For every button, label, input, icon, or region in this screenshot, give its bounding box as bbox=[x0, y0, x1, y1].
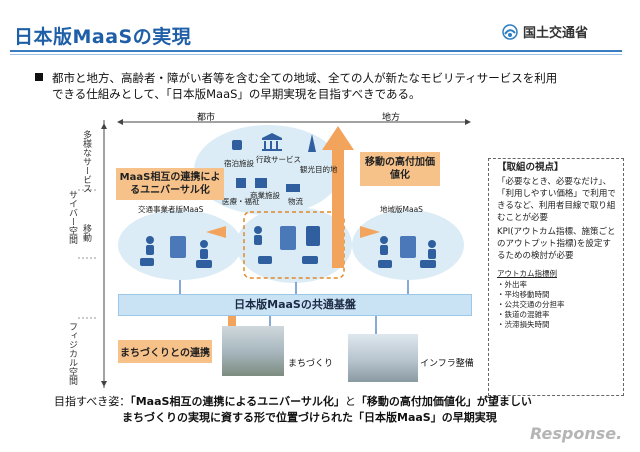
town-link-callout: まちづくりとの連携 bbox=[118, 340, 212, 363]
maas-mutual-callout: MaaS相互の連携によるユニバーサル化 bbox=[116, 168, 224, 200]
outcome-heading: アウトカム指標例 bbox=[497, 269, 557, 278]
axis-label-diverse-services: 多様なサービス bbox=[81, 130, 91, 193]
service-commercial: 商業施設 bbox=[250, 191, 280, 200]
outcome-item: ・鉄道の混雑率 bbox=[497, 310, 550, 319]
regional-maas-label: 地域版MaaS bbox=[380, 205, 423, 214]
outcome-item: ・平均移動時間 bbox=[497, 290, 550, 299]
ministry-emblem-icon bbox=[502, 23, 518, 40]
high-value-arrow bbox=[322, 126, 354, 268]
transport-maas-label: 交通事業者版MaaS bbox=[138, 205, 204, 214]
title-rule bbox=[10, 50, 622, 52]
intro-line-1: 都市と地方、高齢者・障がい者等を含む全ての地域、全ての人が新たなモビリティサービ… bbox=[52, 71, 558, 85]
goal-line-1: 目指すべき姿：「MaaS相互の連携によるユニバーサル化」と「移動の高付加価値化」… bbox=[54, 394, 584, 410]
bullet-icon bbox=[35, 73, 43, 81]
service-medical: 医療・福祉 bbox=[222, 197, 260, 206]
axis-label-movement: 移動 bbox=[81, 224, 91, 242]
ministry-logo: 国土交通省 bbox=[502, 22, 588, 41]
high-value-callout: 移動の高付加価値化 bbox=[360, 152, 440, 186]
viewpoints-kpi: KPI(アウトカム指標、施策ごとのアウトプット指標)を設定するための検討が必要 bbox=[497, 227, 616, 261]
response-watermark: Response. bbox=[530, 424, 623, 443]
services-cloud bbox=[194, 125, 342, 215]
service-logistics: 物流 bbox=[288, 197, 303, 206]
axis-label-city: 都市 bbox=[197, 113, 216, 123]
center-dashed-box bbox=[243, 211, 345, 279]
service-government: 行政サービス bbox=[256, 155, 301, 164]
goal-quote-1: 「MaaS相互の連携によるユニバーサル化」 bbox=[130, 395, 345, 408]
goal-line-2: まちづくりの実現に資する形で位置づけられた「日本版MaaS」の早期実現 bbox=[54, 410, 584, 426]
ministry-name: 国土交通省 bbox=[523, 26, 589, 41]
outcome-item: ・渋滞損失時間 bbox=[497, 320, 550, 329]
viewpoints-panel: 【取組の視点】 「必要なとき、必要なだけ」、「利用しやすい価格」で利用できるなど… bbox=[488, 158, 624, 396]
goal-mid-1: と bbox=[344, 395, 356, 408]
outcome-item: ・公共交通の分担率 bbox=[497, 300, 565, 309]
title-rule-secondary bbox=[10, 54, 622, 55]
outcome-item: ・外出率 bbox=[497, 280, 527, 289]
intro-text: 都市と地方、高齢者・障がい者等を含む全ての地域、全ての人が新たなモビリティサービ… bbox=[35, 70, 600, 102]
goal-prefix: 目指すべき姿： bbox=[54, 395, 131, 408]
goal-line2-b: の早期実現 bbox=[441, 411, 497, 424]
common-platform-bar: 日本版MaaSの共通基盤 bbox=[118, 294, 472, 316]
town-label: まちづくり bbox=[288, 359, 334, 369]
infra-label: インフラ整備 bbox=[420, 359, 474, 369]
page-title: 日本版MaaSの実現 bbox=[14, 26, 192, 48]
intro-line-2: できる仕組みとして、「日本版MaaS」の早期実現を目指すべきである。 bbox=[52, 87, 421, 101]
viewpoints-heading: 【取組の視点】 bbox=[497, 162, 564, 173]
viewpoints-body: 「必要なとき、必要なだけ」、「利用しやすい価格」で利用できるなど、利用者目線で取… bbox=[497, 177, 616, 223]
goal-quote-2: 「移動の高付加価値化」 bbox=[355, 395, 477, 408]
axis-label-rural: 地方 bbox=[382, 113, 401, 123]
axis-label-physical: フィジカル空間 bbox=[67, 322, 77, 385]
infra-photo bbox=[348, 334, 418, 382]
goal-statement: 目指すべき姿：「MaaS相互の連携によるユニバーサル化」と「移動の高付加価値化」… bbox=[54, 394, 584, 426]
axis-label-cyber: サイバー空間 bbox=[67, 190, 77, 244]
outcome-list: ・外出率 ・平均移動時間 ・公共交通の分担率 ・鉄道の混雑率 ・渋滞損失時間 bbox=[497, 280, 618, 330]
goal-quote-3: 「日本版MaaS」 bbox=[353, 411, 442, 424]
town-photo bbox=[222, 326, 284, 376]
goal-mid-2: が望ましい bbox=[476, 395, 532, 408]
service-tourism: 観光目的地 bbox=[300, 165, 338, 174]
service-lodging: 宿泊施設 bbox=[224, 159, 254, 168]
goal-line2-a: まちづくりの実現に資する形で位置づけられた bbox=[122, 411, 353, 424]
